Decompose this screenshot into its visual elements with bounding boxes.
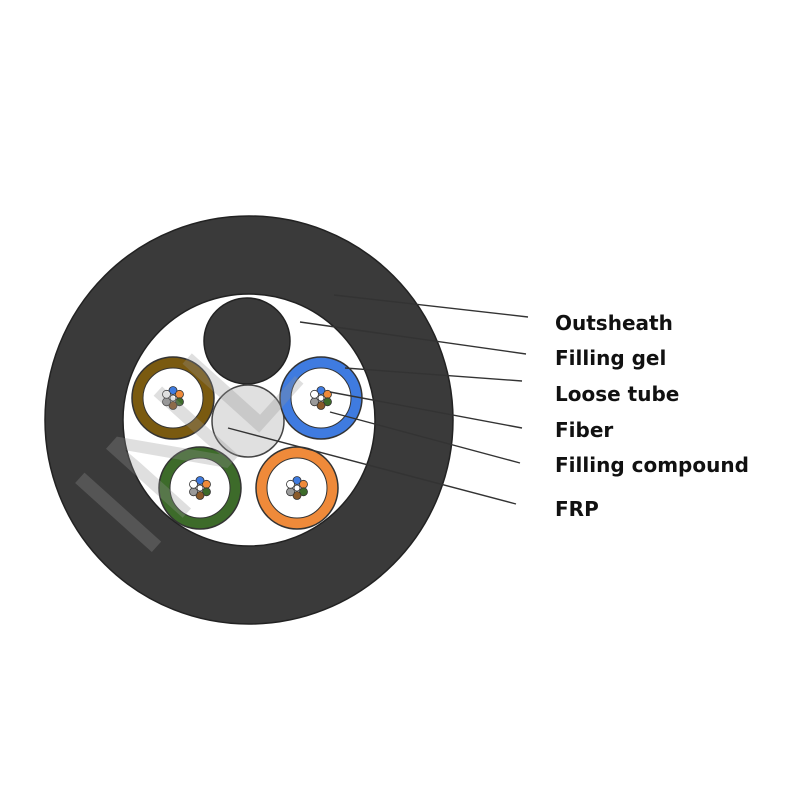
fiber — [310, 389, 319, 399]
leader-line-loose-tube — [344, 367, 523, 382]
label-filling-gel: Filling gel — [555, 346, 667, 370]
fiber — [168, 386, 178, 395]
fiber — [316, 386, 326, 395]
leader-line-filling-gel — [299, 321, 527, 355]
fiber — [286, 487, 295, 497]
fiber — [292, 491, 302, 500]
label-outsheath: Outsheath — [555, 311, 673, 335]
fiber — [292, 476, 302, 485]
fiber — [195, 476, 205, 485]
label-loose-tube: Loose tube — [555, 382, 680, 406]
fiber — [189, 487, 198, 497]
leader-line-fiber — [329, 391, 523, 429]
fiber — [310, 397, 319, 407]
fiber — [175, 397, 184, 407]
filler-rod — [203, 297, 291, 385]
loose-tube-green — [158, 446, 242, 530]
fiber — [316, 401, 326, 410]
fiber — [317, 394, 325, 402]
fiber — [162, 389, 171, 399]
fiber — [195, 491, 205, 500]
leader-line-filling-compound — [329, 411, 521, 464]
fiber — [196, 484, 204, 492]
label-filling-compound: Filling compound — [555, 453, 749, 477]
fiber — [168, 401, 178, 410]
leader-line-frp — [227, 427, 517, 505]
fiber — [202, 487, 211, 497]
fiber — [299, 487, 308, 497]
fiber — [175, 389, 184, 399]
leader-lines — [227, 294, 529, 505]
fiber — [299, 479, 308, 489]
fiber — [202, 479, 211, 489]
leader-line-outsheath — [333, 294, 529, 318]
fiber — [293, 484, 301, 492]
fiber — [189, 479, 198, 489]
fiber — [162, 397, 171, 407]
fiber — [323, 397, 332, 407]
fiber — [169, 394, 177, 402]
loose-tube-blue — [279, 356, 363, 440]
loose-tube-orange — [255, 446, 339, 530]
label-frp: FRP — [555, 497, 599, 521]
label-fiber: Fiber — [555, 418, 614, 442]
frp-central-member — [211, 384, 285, 458]
fiber — [286, 479, 295, 489]
loose-tube-brown — [131, 356, 215, 440]
